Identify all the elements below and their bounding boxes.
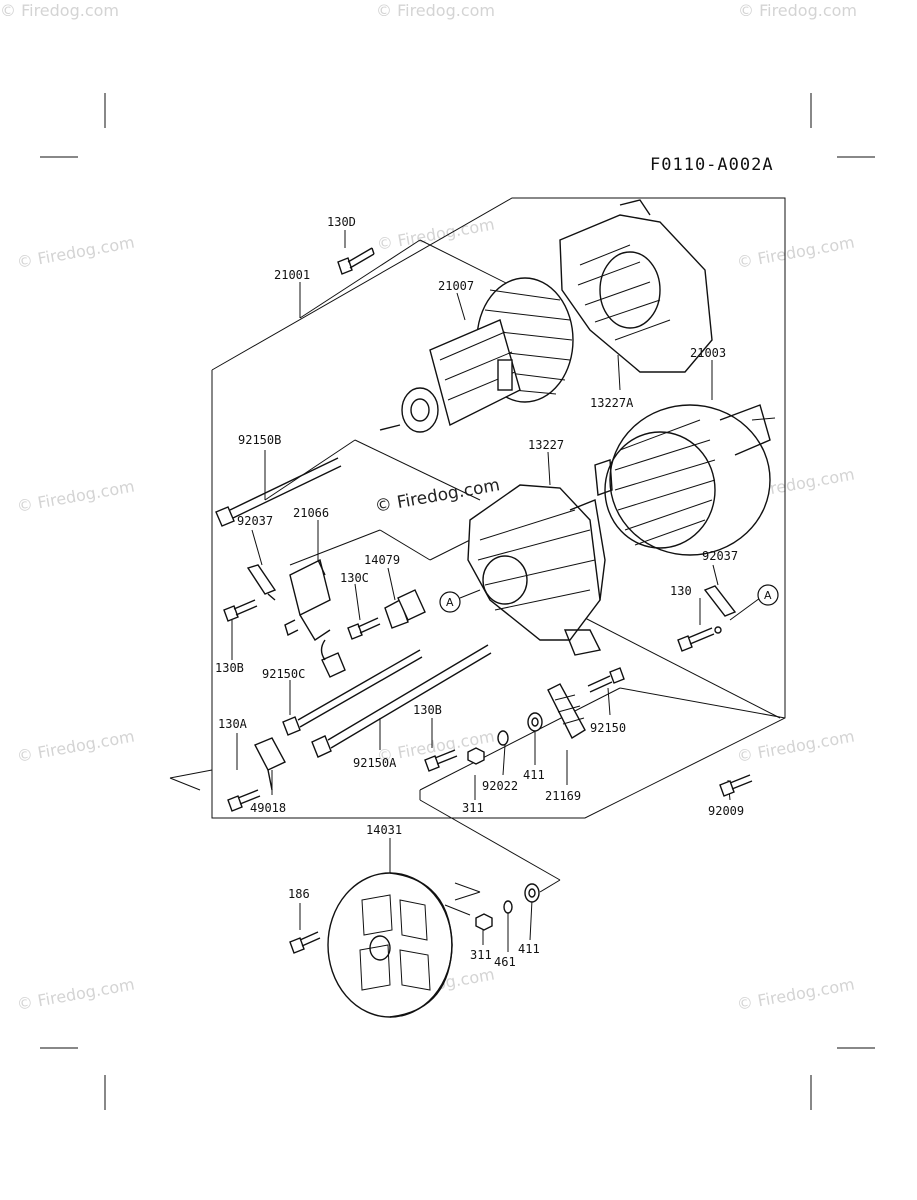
label-311-upper: 311 xyxy=(462,801,484,815)
label-461: 461 xyxy=(494,955,516,969)
watermark: © Firedog.com xyxy=(15,233,135,272)
housing-13227A xyxy=(559,199,713,373)
label-92150: 92150 xyxy=(590,721,626,735)
bolt-130A xyxy=(227,789,261,812)
bolt-130D xyxy=(337,247,375,275)
terminal-21169 xyxy=(547,683,586,739)
leader-lines xyxy=(231,230,786,952)
label-130: 130 xyxy=(670,584,692,598)
bolt-130 xyxy=(677,626,722,652)
watermark: © Firedog.com xyxy=(15,477,135,516)
washer-461 xyxy=(503,900,513,914)
washer-411-lower xyxy=(524,883,540,903)
callout-a-left: A xyxy=(439,589,481,613)
label-21007: 21007 xyxy=(438,279,474,293)
watermark: © Firedog.com xyxy=(15,727,135,766)
svg-text:A: A xyxy=(446,596,454,609)
watermark: © Firedog.com xyxy=(738,1,857,20)
bolt-92150C xyxy=(282,649,423,736)
label-21169: 21169 xyxy=(545,789,581,803)
washer-411-upper xyxy=(527,712,543,732)
label-14031: 14031 xyxy=(366,823,402,837)
label-92022: 92022 xyxy=(482,779,518,793)
label-14079: 14079 xyxy=(364,553,400,567)
nut-311-upper xyxy=(467,747,485,765)
label-130D: 130D xyxy=(327,215,356,229)
svg-text:A: A xyxy=(764,589,772,602)
bolt-92150 xyxy=(587,667,625,693)
label-13227: 13227 xyxy=(528,438,564,452)
watermark: © Firedog.com xyxy=(735,233,855,272)
brush-14079 xyxy=(384,589,426,629)
label-92009: 92009 xyxy=(708,804,744,818)
regulator-21066 xyxy=(284,558,346,678)
washer-92022 xyxy=(497,730,509,746)
label-92150A: 92150A xyxy=(353,756,397,770)
bracket-49018 xyxy=(254,737,286,791)
label-186: 186 xyxy=(288,887,310,901)
bolt-130C xyxy=(347,617,381,640)
strap-92037-right xyxy=(703,585,737,617)
label-21003: 21003 xyxy=(690,346,726,360)
watermark: © Firedog.com xyxy=(0,1,119,20)
diagram-code: F0110-A002A xyxy=(650,155,774,175)
label-411-upper: 411 xyxy=(523,768,545,782)
label-21066: 21066 xyxy=(293,506,329,520)
stator-21003 xyxy=(594,404,771,556)
label-411-lower: 411 xyxy=(518,942,540,956)
label-92150B: 92150B xyxy=(238,433,281,447)
watermark: © Firedog.com xyxy=(735,975,855,1014)
label-92037-left: 92037 xyxy=(237,514,273,528)
label-130B-mid: 130B xyxy=(413,703,442,717)
label-311-lower: 311 xyxy=(470,948,492,962)
housing-13227 xyxy=(467,484,606,656)
label-130A: 130A xyxy=(218,717,248,731)
part-labels: 130D 21001 21007 21003 13227A 13227 9215… xyxy=(215,215,744,969)
nut-311-lower xyxy=(475,913,493,931)
label-92037-right: 92037 xyxy=(702,549,738,563)
watermark: © Firedog.com xyxy=(735,727,855,766)
callout-a-right: A xyxy=(757,584,779,606)
label-130B-left: 130B xyxy=(215,661,244,675)
watermark: © Firedog.com xyxy=(376,1,495,20)
label-92150C: 92150C xyxy=(262,667,305,681)
bolt-130B-mid xyxy=(424,749,458,772)
crop-marks xyxy=(40,93,875,1110)
bolt-130B-left xyxy=(223,599,258,622)
label-13227A: 13227A xyxy=(590,396,634,410)
watermark: © Firedog.com xyxy=(15,975,135,1014)
rotor-21007 xyxy=(379,277,574,433)
bolt-92009 xyxy=(719,774,753,797)
bolt-186 xyxy=(289,931,321,954)
label-49018: 49018 xyxy=(250,801,286,815)
strap-92037-left xyxy=(246,564,277,601)
cover-14031 xyxy=(327,872,453,1018)
label-21001: 21001 xyxy=(274,268,310,282)
bolt-92150B xyxy=(215,457,342,527)
label-130C: 130C xyxy=(340,571,369,585)
bolt-92150A xyxy=(311,644,492,758)
